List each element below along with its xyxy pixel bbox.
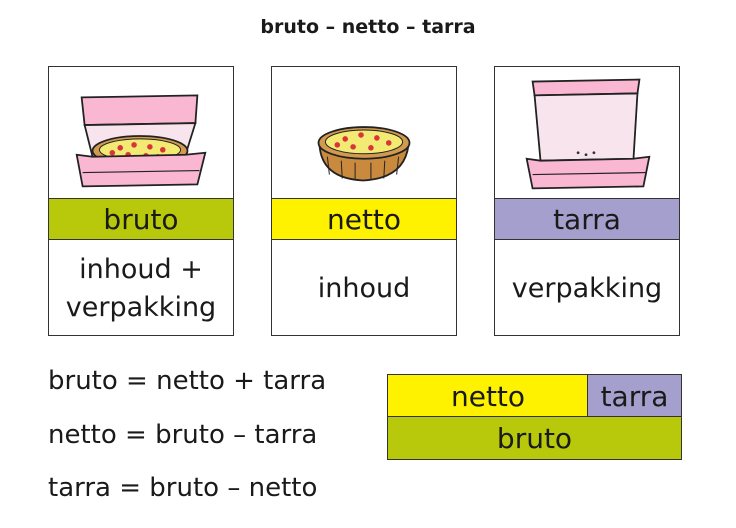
empty-box-illustration (495, 67, 679, 197)
card-bruto: bruto inhoud + verpakking (48, 66, 234, 336)
bruto-desc-line1: inhoud + (79, 253, 203, 285)
formula-netto: netto = bruto – tarra (48, 420, 318, 450)
card-tarra: tarra verpakking (494, 66, 680, 336)
tarra-desc-line1: verpakking (511, 272, 663, 304)
pizza-illustration (272, 67, 456, 197)
formula-tarra: tarra = bruto – netto (48, 473, 318, 503)
pizza-in-box-illustration (49, 67, 233, 197)
bruto-label: bruto (49, 198, 233, 240)
netto-description: inhoud (272, 242, 456, 335)
tarra-label: tarra (495, 198, 679, 240)
bruto-description: inhoud + verpakking (49, 242, 233, 335)
diagram-tarra: tarra (587, 374, 682, 418)
card-netto: netto inhoud (271, 66, 457, 336)
formula-bruto: bruto = netto + tarra (48, 366, 327, 396)
page-title: bruto – netto – tarra (260, 16, 476, 38)
tarra-description: verpakking (495, 242, 679, 335)
diagram-bruto: bruto (387, 416, 682, 460)
netto-label: netto (272, 198, 456, 240)
diagram-netto: netto (387, 374, 588, 418)
netto-desc-line1: inhoud (317, 272, 411, 304)
bruto-desc-line2: verpakking (65, 291, 217, 323)
